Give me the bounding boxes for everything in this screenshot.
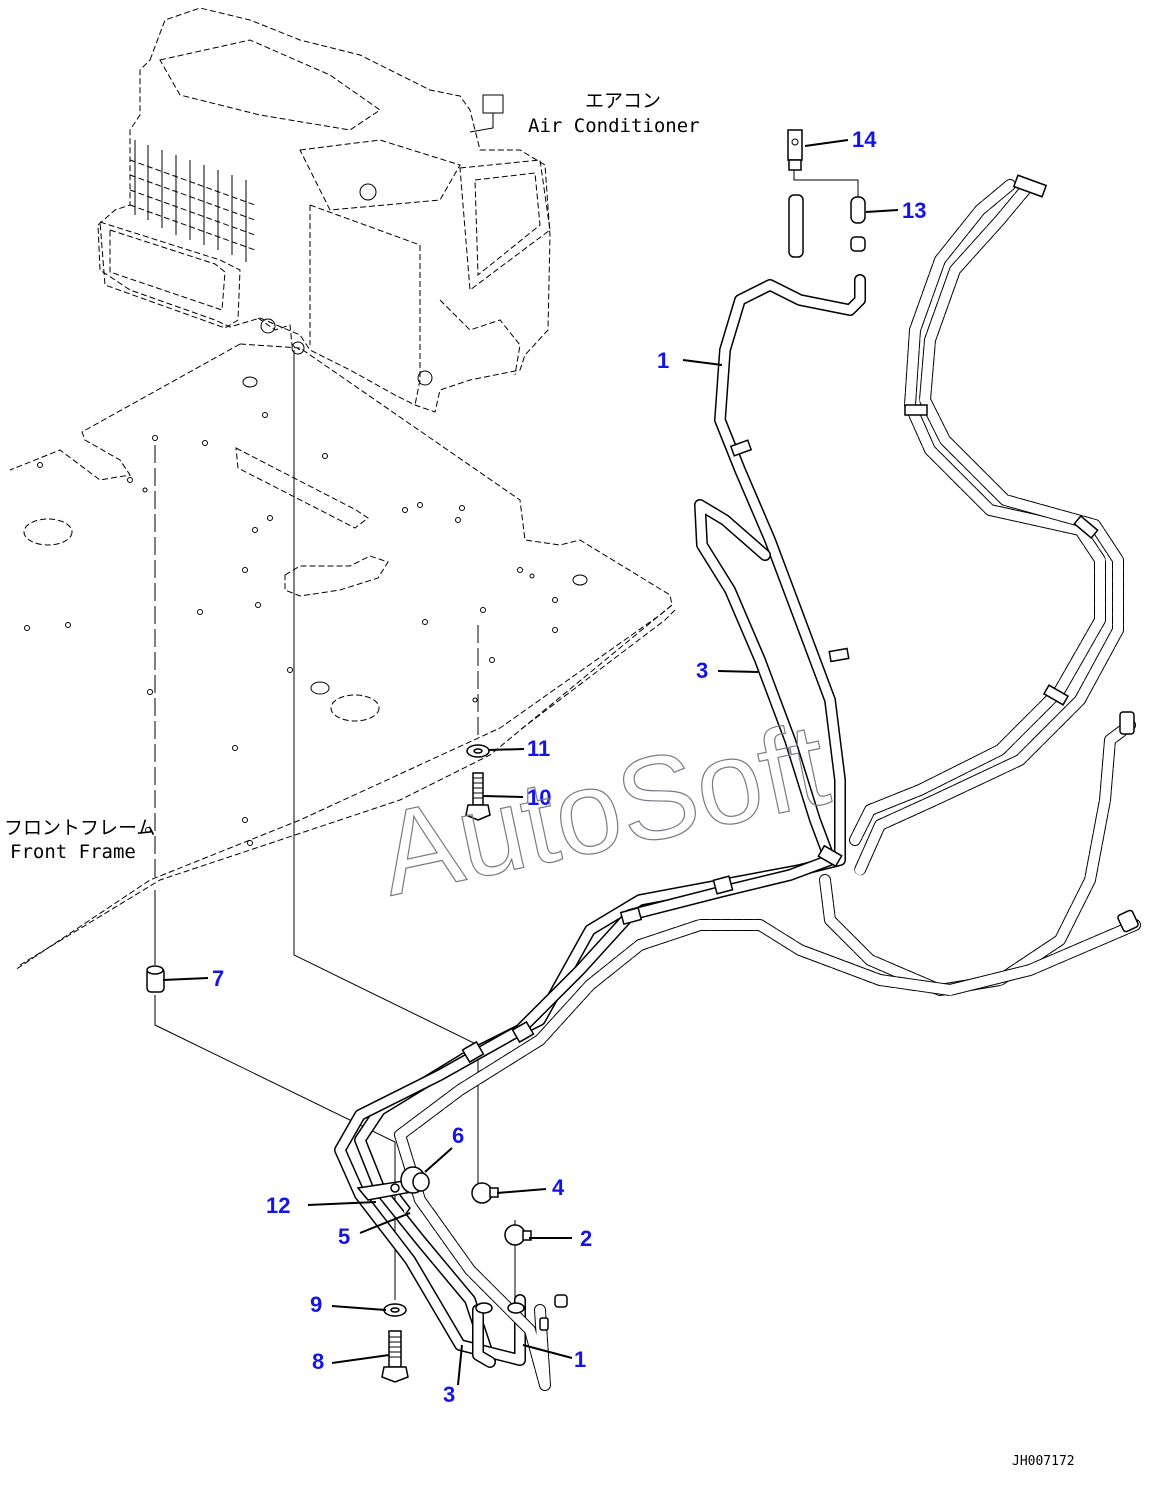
caption-air-conditioner-jp: エアコン [585, 90, 661, 112]
callout-4: 4 [552, 1175, 565, 1200]
hose-3 [334, 499, 836, 1366]
washer-11 [466, 744, 490, 758]
frame-holes [24, 412, 558, 846]
caption-front-frame-jp: フロントフレーム [4, 817, 155, 839]
air-conditioner-unit [97, 7, 551, 413]
callout-6: 6 [452, 1123, 464, 1148]
clamp-4 [471, 1182, 499, 1204]
callout-7: 7 [212, 966, 224, 991]
bolt-8 [381, 1330, 409, 1383]
caption-front-frame-en: Front Frame [10, 841, 136, 863]
spacer-7 [146, 965, 165, 993]
hose-1 [354, 274, 866, 1366]
assembly-lines [154, 170, 859, 1300]
clamp-6 [400, 1166, 430, 1194]
bolt-10 [465, 772, 491, 821]
clamp-2 [504, 1224, 532, 1246]
clamp-5 [399, 1194, 411, 1216]
hose-clamps [461, 174, 1139, 1064]
callout-14: 14 [852, 127, 877, 152]
callout-1-top: 1 [657, 348, 669, 373]
callout-11: 11 [527, 736, 550, 761]
fitting-13 [850, 196, 866, 252]
callout-12: 12 [266, 1193, 290, 1218]
callout-5: 5 [338, 1224, 350, 1249]
hose-other-right [394, 179, 1141, 1391]
callout-1-bottom: 1 [574, 1347, 586, 1372]
fitting-14 [787, 129, 803, 171]
watermark: AutoSoft [368, 698, 838, 921]
callout-10: 10 [527, 785, 551, 810]
caption-air-conditioner-en: Air Conditioner [528, 115, 700, 137]
washer-9 [383, 1303, 407, 1317]
callout-labels: 14 13 1 3 11 10 7 6 4 12 2 5 9 1 8 3 [212, 127, 926, 1407]
callout-3-mid: 3 [696, 658, 708, 683]
callout-13: 13 [902, 198, 926, 223]
front-frame-plate [9, 343, 676, 971]
leader-lines [162, 139, 899, 1386]
callout-3-bottom: 3 [443, 1382, 455, 1407]
ac-grille [129, 140, 256, 262]
hose-end-fittings [475, 1294, 568, 1331]
callout-9: 9 [310, 1292, 322, 1317]
callout-2: 2 [580, 1226, 592, 1251]
drawing-number: JH007172 [1012, 1454, 1075, 1469]
callout-8: 8 [312, 1349, 324, 1374]
pipe-adapter [788, 194, 804, 258]
